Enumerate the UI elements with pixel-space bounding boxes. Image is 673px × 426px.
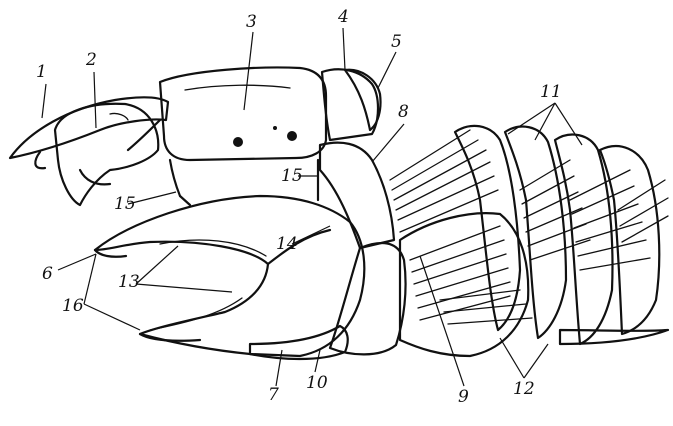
- dorsal-segment: [322, 69, 381, 140]
- label-11: 11: [540, 84, 562, 101]
- label-2: 2: [86, 52, 97, 69]
- label-6: 6: [42, 266, 53, 283]
- label-16: 16: [62, 298, 84, 315]
- label-15-lower: 15: [114, 196, 136, 213]
- label-14: 14: [276, 236, 298, 253]
- label-15-upper: 15: [281, 168, 303, 185]
- label-9: 9: [458, 389, 469, 406]
- label-8: 8: [398, 104, 409, 121]
- label-3: 3: [246, 14, 257, 31]
- label-5: 5: [391, 34, 402, 51]
- label-4: 4: [338, 9, 349, 26]
- chelicera: [10, 97, 168, 205]
- label-10: 10: [306, 375, 328, 392]
- label-13: 13: [118, 274, 140, 291]
- walking-legs: [390, 126, 668, 356]
- label-1: 1: [36, 64, 47, 81]
- label-12: 12: [513, 381, 535, 398]
- label-7: 7: [268, 387, 279, 404]
